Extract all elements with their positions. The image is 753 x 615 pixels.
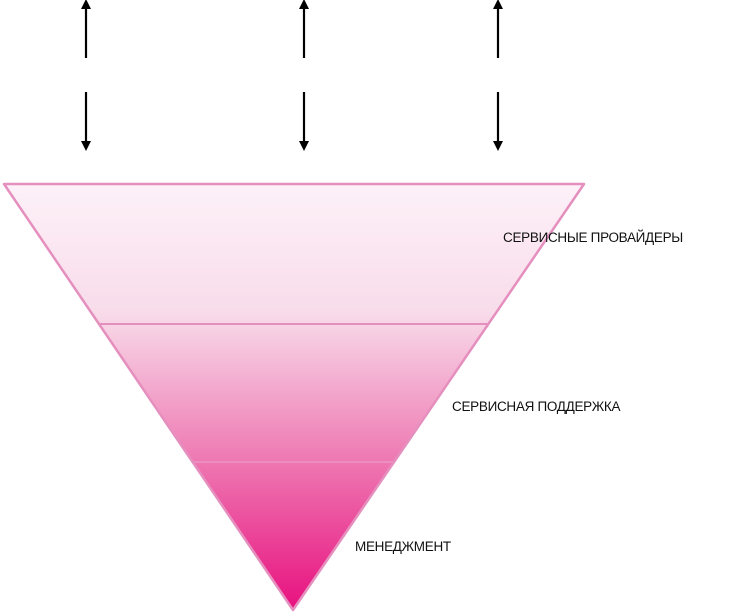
layer-label-service-support: СЕРВИСНАЯ ПОДДЕРЖКА [452, 399, 620, 414]
layer-label-management: МЕНЕДЖМЕНТ [355, 539, 451, 554]
layer-label-service-providers: СЕРВИСНЫЕ ПРОВАЙДЕРЫ [503, 230, 683, 245]
pyramid-body [2, 182, 586, 612]
